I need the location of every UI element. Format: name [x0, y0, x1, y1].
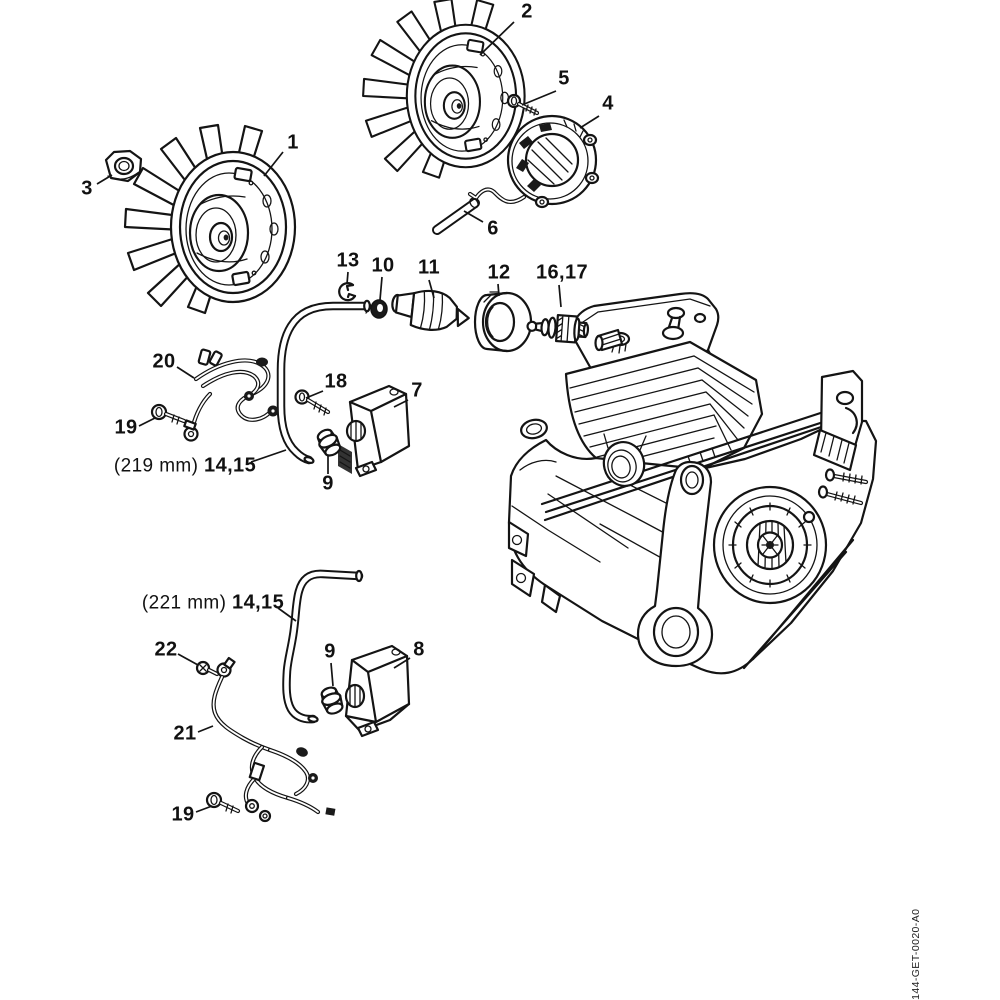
leader-line-21 — [197, 725, 214, 733]
part-label-10: 10 — [371, 254, 395, 277]
leader-line-1 — [263, 151, 284, 177]
flywheel-nut-drawing — [104, 149, 143, 183]
ignition-module-7-drawing — [338, 384, 411, 478]
part-label-13: 13 — [336, 249, 360, 272]
leader-line-18 — [305, 390, 324, 399]
ground-wire-21-drawing — [211, 656, 273, 753]
document-code: 1144-GET-0020-A0 — [910, 908, 922, 1000]
part-label-20: 20 — [152, 350, 176, 373]
leader-line-14-15-lower — [277, 607, 297, 622]
part-label-11: 11 — [418, 256, 440, 279]
clip-13-drawing — [338, 282, 357, 302]
part-label-8: 8 — [413, 638, 425, 661]
leader-line-11 — [428, 279, 435, 299]
part-label-19-lower: 19 — [171, 803, 195, 826]
part-label-4: 4 — [602, 92, 614, 115]
leader-line-2 — [479, 21, 515, 56]
part-label-21: 21 — [173, 722, 197, 745]
leader-line-19-lower — [195, 805, 213, 813]
engine-assembly-drawing — [507, 292, 878, 675]
leader-line-9-lower — [330, 662, 334, 687]
plug-shroud-drawing — [473, 291, 533, 353]
part-label-6: 6 — [487, 217, 499, 240]
leader-line-5 — [521, 90, 557, 106]
part-label-14-15-lower: (221 mm) 14,15 — [141, 591, 285, 614]
leader-line-3 — [96, 174, 113, 185]
part-label-22: 22 — [154, 638, 178, 661]
part-label-7: 7 — [411, 379, 423, 402]
stator-wire-drawing — [467, 187, 527, 204]
part-label-19-upper: 19 — [114, 416, 138, 439]
pin-6-drawing — [432, 197, 480, 235]
leader-line-14-15-upper — [250, 449, 287, 463]
part-label-12: 12 — [487, 261, 511, 284]
leader-line-6 — [463, 210, 484, 223]
leader-line-4 — [579, 115, 600, 129]
leader-line-8 — [393, 657, 411, 669]
spark-plug-boot-drawing — [391, 289, 470, 331]
part-label-5: 5 — [558, 67, 570, 90]
part-label-1: 1 — [287, 131, 299, 154]
screw-5-drawing — [506, 93, 540, 116]
screw-18-drawing — [294, 389, 331, 416]
stator-ring-drawing — [506, 114, 600, 209]
part-label-9-lower: 9 — [324, 640, 336, 663]
leader-lines — [96, 21, 600, 813]
part-label-9-upper: 9 — [322, 472, 334, 495]
leader-line-10 — [379, 276, 383, 301]
long-wire-drawing — [282, 569, 364, 724]
ignition-module-8-drawing — [344, 644, 411, 738]
connector-nut-9-upper-drawing — [316, 428, 342, 457]
part-label-3: 3 — [81, 177, 93, 200]
leader-line-22 — [177, 653, 199, 666]
part-label-2: 2 — [521, 0, 533, 23]
leader-line-16-17 — [558, 284, 562, 308]
grommet-10-drawing — [365, 299, 388, 319]
flywheel-1-drawing — [123, 123, 297, 315]
screw-19-lower-drawing — [205, 791, 241, 814]
flywheel-2-drawing — [362, 0, 526, 179]
wiring-harness-21-lower-drawing — [243, 744, 336, 823]
short-wire-drawing — [276, 299, 372, 465]
wiring-harness-20-drawing — [183, 348, 279, 442]
leader-line-12 — [497, 283, 500, 297]
leader-line-13 — [346, 271, 349, 285]
leader-line-7 — [393, 399, 409, 408]
leader-line-19-upper — [138, 417, 156, 427]
part-label-14-15-upper: (219 mm) 14,15 — [113, 454, 257, 477]
screw-19-upper-drawing — [150, 403, 187, 425]
leader-line-20 — [176, 366, 195, 379]
spark-plug-drawing — [526, 314, 590, 344]
part-label-16-17: 16,17 — [535, 261, 589, 284]
screw-22-drawing — [195, 660, 220, 677]
part-label-18: 18 — [324, 370, 348, 393]
connector-nut-9-lower-drawing — [320, 686, 344, 715]
